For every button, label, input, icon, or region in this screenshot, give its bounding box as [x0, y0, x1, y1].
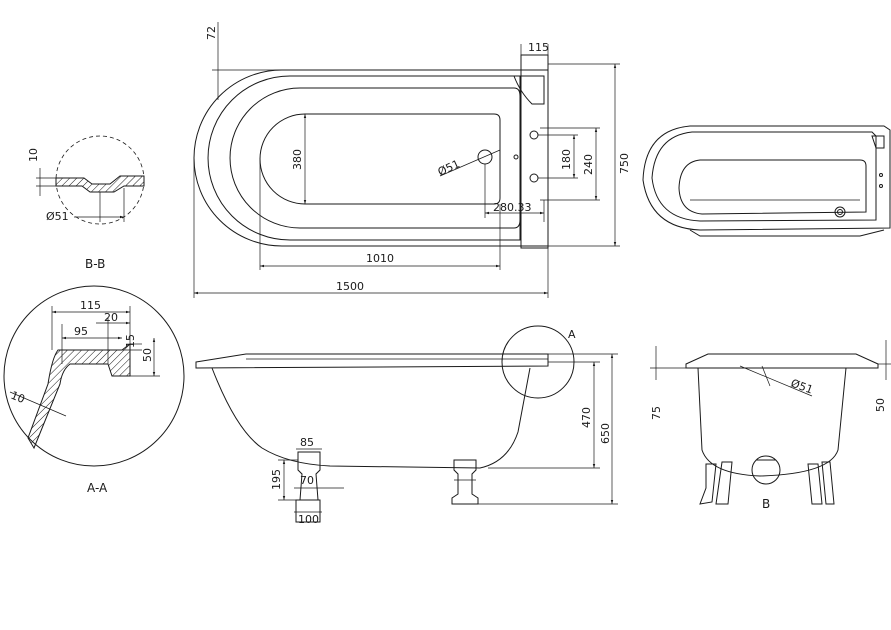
- perspective-view: [642, 125, 891, 237]
- end-waste-mark: [761, 365, 771, 387]
- dim-overall-width: 750: [618, 153, 631, 174]
- plan-outer-rim: [193, 69, 549, 247]
- end-view: B Ø51 75 50: [650, 340, 891, 511]
- persp-overflow: [871, 135, 885, 149]
- end-waste-leader: [739, 365, 813, 397]
- dim-aa-rim-width: 115: [80, 299, 101, 312]
- dim-bb-waste-diameter: Ø51: [46, 210, 69, 223]
- dim-end-lip-depth: 50: [874, 398, 887, 412]
- dim-foot-height: 195: [270, 469, 283, 490]
- dim-inner-width: 380: [291, 149, 304, 170]
- dim-overall-length: 1500: [336, 280, 364, 293]
- side-foot-left-base: [295, 499, 321, 523]
- dim-plan-waste-diameter: Ø51: [436, 157, 462, 178]
- side-view: A 470 650 85 70 100 195: [195, 325, 618, 526]
- bb-flange-section: [55, 175, 145, 193]
- end-detail-circle-b: [751, 455, 781, 485]
- persp-waste: [834, 206, 846, 218]
- dim-aa-lip-width: 20: [104, 311, 118, 324]
- aa-rim-section: [27, 343, 131, 450]
- dim-overall-height: 650: [599, 423, 612, 444]
- side-foot-right: [451, 459, 479, 505]
- dim-aa-rim-depth: 50: [141, 348, 154, 362]
- plan-overflow-hole: [513, 154, 519, 160]
- persp-waste-inner: [837, 209, 843, 215]
- side-body: [211, 367, 531, 469]
- persp-rim-outer: [642, 125, 891, 231]
- side-section-marker: A: [568, 328, 576, 341]
- dim-end-waste-diameter: Ø51: [789, 377, 815, 397]
- persp-basin: [678, 159, 867, 215]
- dim-foot-mid-width: 70: [300, 474, 314, 487]
- plan-overflow: [513, 75, 545, 105]
- dim-foot-top-width: 85: [300, 436, 314, 449]
- plan-basin-floor: [259, 113, 501, 205]
- dim-waste-offset: 280.33: [493, 201, 532, 214]
- plan-tap-deck: [520, 54, 549, 249]
- side-rim: [195, 353, 549, 369]
- end-section-marker: B: [762, 497, 770, 511]
- dim-tap-deck-depth: 240: [582, 154, 595, 175]
- plan-basin: [229, 87, 521, 229]
- dim-inner-length: 1010: [366, 252, 394, 265]
- end-rim: [685, 353, 879, 369]
- dim-tap-deck-width: 115: [528, 41, 549, 54]
- dim-end-rim-depth: 75: [650, 406, 663, 420]
- persp-base: [689, 229, 885, 237]
- aa-detail-circle: [3, 285, 185, 467]
- end-foot-left: [699, 463, 717, 505]
- aa-caption: A-A: [87, 481, 108, 495]
- dim-aa-lip-height: 15: [124, 334, 137, 348]
- end-foot-left-2: [715, 461, 733, 505]
- dim-bb-flange-thickness: 10: [27, 148, 40, 162]
- end-body: [697, 367, 847, 477]
- plan-waste-leader: [439, 149, 501, 177]
- dim-rim-height: 470: [580, 407, 593, 428]
- persp-tap-1: [879, 173, 883, 177]
- dim-aa-wall-thickness: 10: [9, 389, 27, 406]
- plan-rim-inner-line: [207, 75, 521, 241]
- dim-foot-base-width: 100: [298, 513, 319, 526]
- persp-tap-2: [879, 184, 883, 188]
- end-foot-right: [807, 463, 823, 505]
- dim-top-offset: 72: [205, 26, 218, 40]
- dim-aa-inner-width: 95: [74, 325, 88, 338]
- section-bb: 10 Ø51 B-B: [27, 135, 145, 271]
- plan-tap-hole-1: [529, 130, 539, 140]
- persp-rim-inner: [651, 131, 877, 222]
- bb-caption: B-B: [85, 257, 105, 271]
- dim-tap-spacing: 180: [560, 149, 573, 170]
- plan-view: 1500 1010 380 72 115 750 240 180 Ø51: [193, 22, 631, 298]
- plan-waste-hole: [477, 149, 493, 165]
- section-aa: 115 20 95 15 50 10 A-A: [3, 285, 185, 495]
- plan-tap-hole-2: [529, 173, 539, 183]
- end-foot-right-2: [821, 461, 835, 505]
